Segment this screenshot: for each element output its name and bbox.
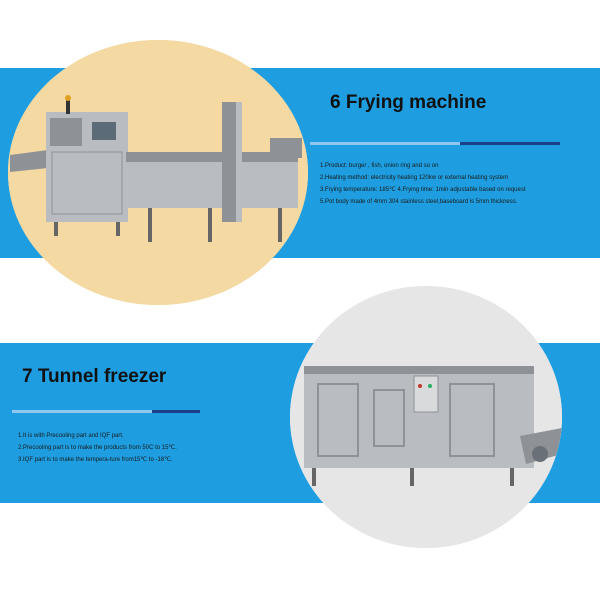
tunnel-freezer-photo <box>290 286 562 548</box>
spec-line: 5.Pot body made of 4mm 304 stainless ste… <box>320 199 518 205</box>
spec-line: 2.Heating method: electricity heating 12… <box>320 175 509 181</box>
spec-line: 1.Product: burger , fish, onion ring and… <box>320 163 439 169</box>
tunnel-freezer-specs: 1.It is with Precooling part and IQF par… <box>18 430 288 466</box>
spec-line: 2.Precooling part is to make the product… <box>18 445 177 451</box>
frying-machine-illustration <box>8 40 308 305</box>
frying-machine-title: 6 Frying machine <box>330 92 487 113</box>
tunnel-freezer-title: 7 Tunnel freezer <box>22 366 167 387</box>
freezer-title-underline <box>12 410 152 413</box>
freezer-title-underline-accent <box>152 410 200 413</box>
frying-title-underline <box>310 142 460 145</box>
frying-machine-photo <box>8 40 308 305</box>
spec-line: 3.IQF part is to make the tempera-ture f… <box>18 457 173 463</box>
frying-title-underline-accent <box>460 142 560 145</box>
frying-machine-specs: 1.Product: burger , fish, onion ring and… <box>320 160 590 208</box>
tunnel-freezer-illustration <box>290 286 562 548</box>
spec-line: 1.It is with Precooling part and IQF par… <box>18 433 124 439</box>
spec-line: 3.Frying temperature: 185℃ 4.Frying time… <box>320 187 526 193</box>
